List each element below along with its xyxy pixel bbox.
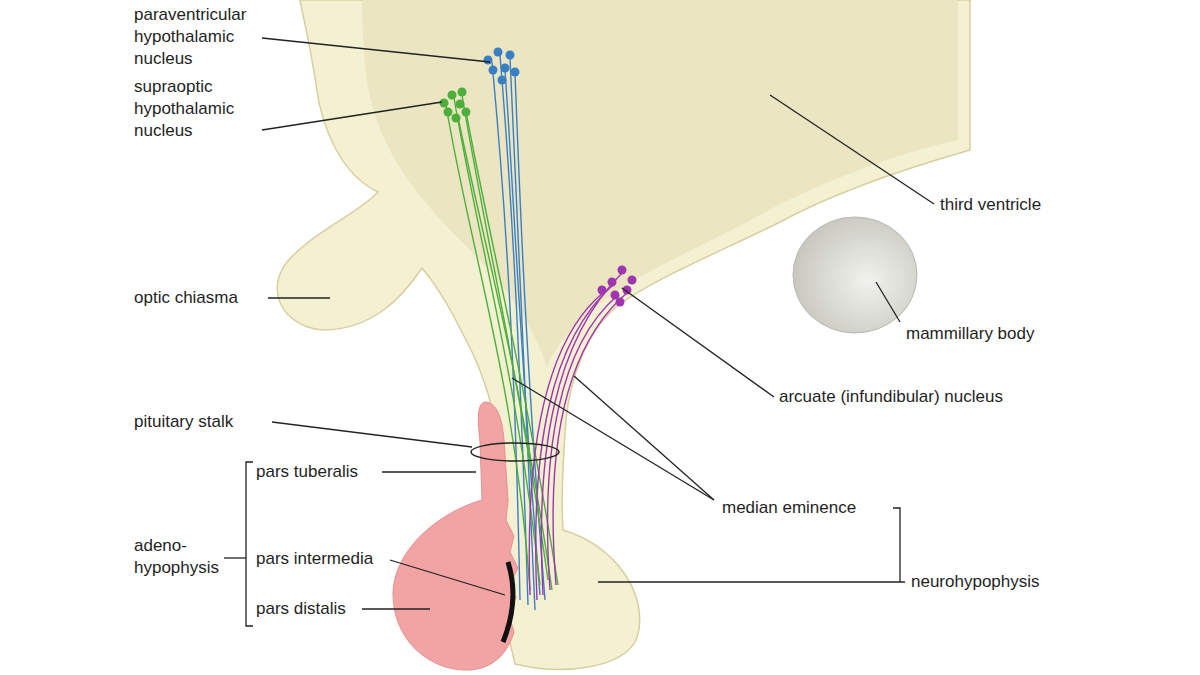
supraoptic-cells	[440, 88, 471, 123]
part-label: arcuate (infundibular) nucleus	[779, 386, 1003, 408]
part-label: optic chiasma	[134, 287, 238, 309]
part-label: supraoptic hypothalamic nucleus	[134, 76, 266, 142]
brain-tissue	[277, 0, 970, 669]
third-ventricle	[362, 0, 958, 368]
mammillary-body	[793, 217, 917, 333]
paraventricular-cells	[484, 48, 520, 85]
part-label: adeno-hypophysis	[134, 535, 226, 579]
part-label: pituitary stalk	[134, 411, 233, 433]
part-label: neurohypophysis	[911, 571, 1040, 593]
adenohypophysis	[393, 402, 518, 670]
stalk-ring	[471, 443, 559, 461]
pars-intermedia	[503, 562, 513, 642]
part-label: paraventricular hypothalamic nucleus	[134, 4, 266, 70]
arcuate-axons	[529, 273, 628, 600]
part-label: pars distalis	[256, 598, 346, 620]
part-label: mammillary body	[906, 323, 1034, 345]
part-label: median eminence	[722, 497, 856, 519]
part-label: pars intermedia	[256, 548, 373, 570]
arcuate-cells	[598, 266, 637, 307]
brackets	[224, 462, 900, 626]
part-label: third ventricle	[940, 194, 1041, 216]
part-label: pars tuberalis	[256, 461, 358, 483]
leader-lines	[262, 38, 934, 609]
